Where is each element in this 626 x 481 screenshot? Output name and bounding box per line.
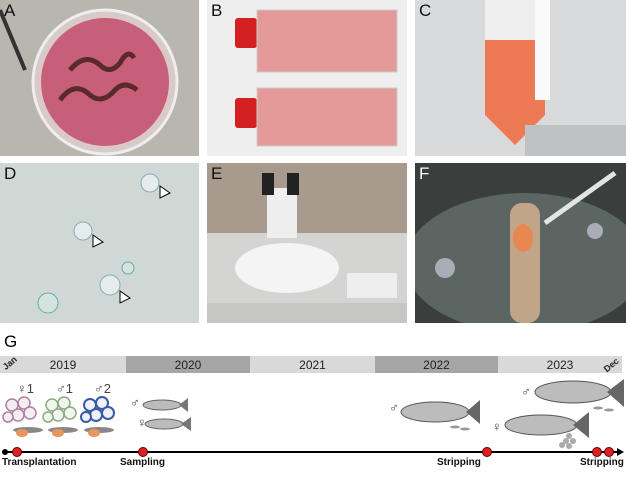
male-symbol: ♂ (130, 395, 140, 410)
panel-a-petri-dish-photo: A (0, 0, 199, 156)
panel-label: F (419, 164, 430, 183)
event-label-stripping: Stripping (580, 457, 624, 468)
event-label-transplantation: Transplantation (2, 457, 77, 468)
panel-label: E (211, 164, 223, 183)
mature-female-salmon-icon (504, 412, 589, 449)
panel-label: D (4, 164, 17, 183)
panel-c-tube-photo: C (415, 0, 626, 156)
year-label: 2020 (174, 357, 202, 372)
panel-label: G (4, 332, 18, 351)
timeline-axis (5, 451, 617, 453)
donor-label-male-2: ♂2 (94, 381, 111, 396)
year-label: 2022 (423, 357, 450, 372)
panel-label: B (211, 1, 223, 20)
panel-label: A (4, 1, 16, 20)
male-symbol: ♂ (389, 400, 399, 415)
year-label: 2023 (546, 357, 574, 372)
arrow-head-icon (617, 448, 624, 456)
panel-b-culture-flasks-photo: B (207, 0, 407, 156)
panel-d-cells-micrograph: D (0, 163, 199, 323)
female-symbol: ♀ (492, 419, 502, 434)
year-segment: 2022 (375, 356, 498, 373)
year-label: 2019 (49, 357, 77, 372)
recipient-fish-cell-clusters-icon (2, 396, 115, 437)
mature-male-salmon-icon (400, 400, 480, 431)
panel-f-fish-dissection-photo: F (415, 163, 626, 323)
donor-label-male-1: ♂1 (56, 381, 73, 396)
year-label: 2021 (299, 357, 326, 372)
donor-label-female-1: ♀1 (17, 381, 34, 396)
event-marker-sampling (138, 447, 148, 457)
event-label-sampling: Sampling (120, 457, 166, 468)
year-segment: 2020 (126, 356, 250, 373)
panel-e-microscope-photo: E (207, 163, 407, 323)
year-segment: 2019 (0, 356, 126, 373)
year-segment: 2021 (250, 356, 375, 373)
male-symbol: ♂ (521, 384, 531, 399)
panel-label: C (419, 1, 432, 20)
timeline-start-dot (2, 449, 8, 455)
event-label-stripping: Stripping (437, 457, 481, 468)
female-symbol: ♀ (137, 415, 147, 430)
event-marker-stripping (604, 447, 614, 457)
event-marker-stripping (592, 447, 602, 457)
event-marker-stripping (482, 447, 492, 457)
juvenile-salmon-icons (142, 398, 191, 431)
year-segment: 2023 (498, 356, 622, 373)
mature-male-salmon-icon (534, 379, 624, 412)
event-marker-transplantation (12, 447, 22, 457)
